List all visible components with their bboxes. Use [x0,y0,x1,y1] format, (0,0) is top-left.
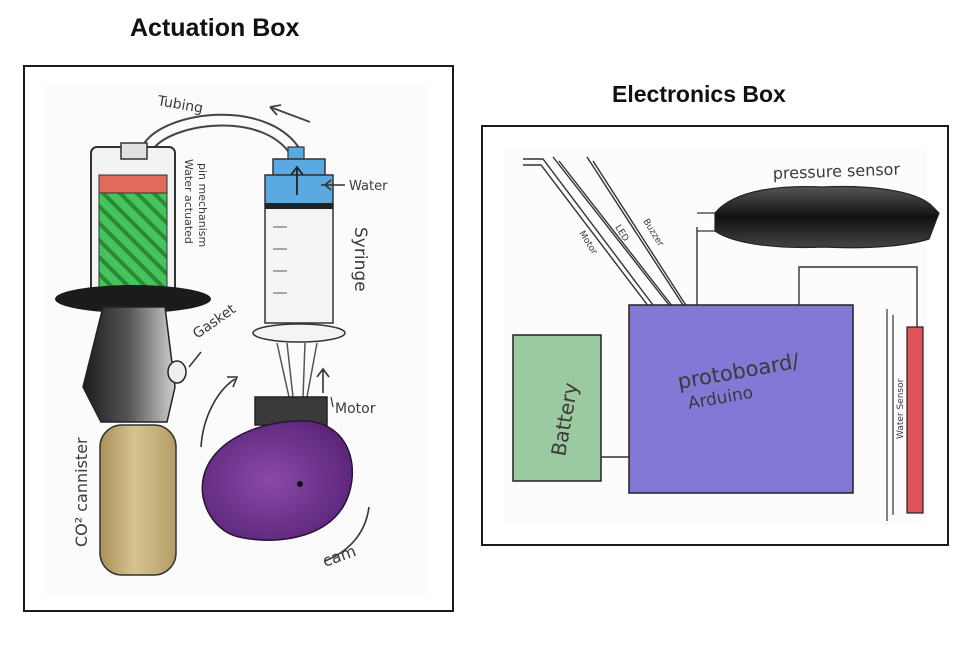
water-sensor-wire [798,266,918,327]
led-wire-pair [558,160,674,308]
actuation-box-title: Actuation Box [130,14,300,42]
syringe-label: Syringe [350,227,370,292]
motor-pointer [330,396,334,408]
canister-label: CO² cannister [72,437,91,547]
syringe-water [264,174,334,206]
plunger-rods [276,342,318,398]
gasket-pointer [188,351,202,368]
battery [512,334,602,482]
syringe-nozzle [287,146,305,160]
water-sensor-probe [886,309,894,521]
pin-mechanism-label-line1: Water actuated [182,159,195,244]
pressure-sensor-body [714,185,940,249]
motor-up-arrow [316,367,330,393]
actuation-drawing: Tubing Water Syringe Water actuated pin … [43,85,429,595]
motor-wire-pair [523,164,650,308]
cam-axle [297,481,303,487]
pin-cap [120,142,148,160]
gasket-ring [167,360,187,384]
cam-rotation-arrow-left [200,378,236,448]
buzzer-wire [586,156,684,306]
green-chamber [98,192,168,294]
syringe-barrel [264,204,334,324]
electronics-box-title: Electronics Box [612,81,786,107]
water-sensor [906,326,924,514]
syringe-plunger-head [265,203,333,209]
black-flange [55,285,211,313]
led-wire [552,156,670,306]
salmon-plunger [98,174,168,194]
tubing-inner [152,124,294,160]
water-label: Water [349,179,388,194]
cam-rotation-arrowhead-left [227,376,239,388]
black-body [82,306,176,423]
cam-shape [201,420,354,541]
motor-wire [523,158,654,306]
actuation-box-panel: Tubing Water Syringe Water actuated pin … [23,65,454,612]
syringe-finger-flange [252,323,346,343]
water-pointer-head [324,179,332,191]
protoboard-arduino [628,304,854,494]
pressure-sensor-nozzle [697,212,715,232]
pin-mechanism-label-line2: pin mechanism [196,163,209,247]
tubing-outer [142,113,304,156]
motor-label: Motor [335,401,376,417]
motor-block [254,396,328,426]
co2-canister [99,424,177,576]
pressure-sensor-label: pressure sensor [772,160,900,183]
water-sensor-label: Water Sensor [896,378,906,439]
flow-arrow-head [269,104,282,116]
cam-rotation-arrow-bottom [324,506,370,562]
electronics-box-panel: pressure sensor Motor LED Buzzer protobo… [481,125,949,546]
flow-arrow-line [269,106,311,123]
syringe-tip [272,158,326,176]
buzzer-wire-pair [592,160,688,308]
water-up-arrow [290,165,304,195]
electronics-drawing: pressure sensor Motor LED Buzzer protobo… [503,147,940,525]
